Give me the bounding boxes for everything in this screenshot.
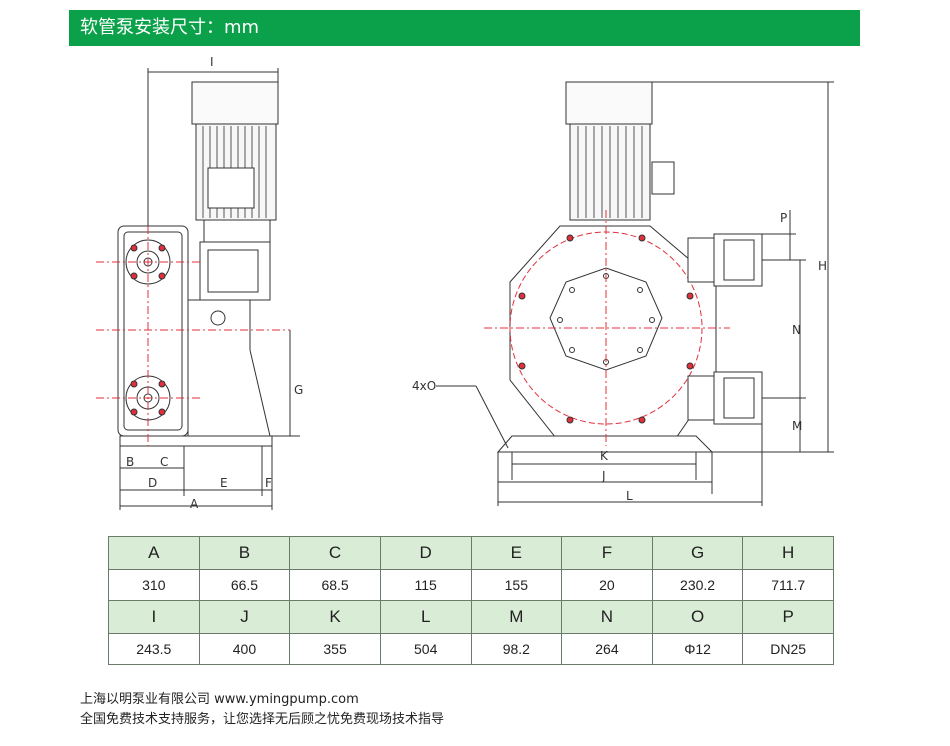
page-title: 软管泵安装尺寸：mm [69,10,860,46]
header-cell: B [198,536,291,570]
value-cell: 155 [470,569,563,601]
header-cell: A [108,536,200,570]
header-cell: C [289,536,381,570]
value-cell: 400 [198,633,291,665]
value-cell: Φ12 [651,633,744,665]
company-line: 上海以明泵业有限公司 www.ymingpump.com [80,692,359,707]
value-cell: DN25 [742,633,834,665]
table-header-row: I J K L M N O P [108,600,834,634]
header-cell: M [470,600,563,634]
dim-label-d: D [148,476,157,490]
value-cell: 711.7 [742,569,834,601]
dim-label-b: B [126,455,134,469]
installation-drawing: I B C D E F A G P H N M K J L 4xO [96,55,834,511]
value-cell: 504 [379,633,472,665]
dim-label-m: M [792,419,802,433]
header-cell: F [561,536,653,570]
value-cell: 68.5 [289,569,381,601]
front-view [436,81,834,506]
header-cell: J [198,600,291,634]
side-view [96,68,300,510]
value-cell: 20 [561,569,653,601]
dim-label-k: K [600,449,609,463]
value-cell: 230.2 [651,569,744,601]
value-cell: 98.2 [470,633,563,665]
header-cell: H [742,536,834,570]
table-value-row: 243.5 400 355 504 98.2 264 Φ12 DN25 [108,633,834,665]
dim-label-g: G [294,383,303,397]
dim-label-a: A [190,497,199,511]
value-cell: 66.5 [198,569,291,601]
header-cell: N [561,600,653,634]
header-cell: G [651,536,744,570]
table-value-row: 310 66.5 68.5 115 155 20 230.2 711.7 [108,569,834,601]
service-line: 全国免费技术支持服务，让您选择无后顾之忧免费现场技术指导 [80,712,445,727]
dim-label-f: F [265,476,272,490]
dim-label-hole: 4xO [412,379,436,393]
value-cell: 310 [108,569,200,601]
dim-label-n: N [792,323,801,337]
header-cell: L [379,600,472,634]
value-cell: 115 [379,569,472,601]
value-cell: 355 [289,633,381,665]
value-cell: 243.5 [108,633,200,665]
header-cell: I [108,600,200,634]
dim-label-p: P [780,211,787,225]
header-cell: K [289,600,381,634]
value-cell: 264 [561,633,653,665]
header-cell: O [651,600,744,634]
table-header-row: A B C D E F G H [108,536,834,570]
dim-label-i: I [210,55,214,69]
dim-label-e: E [220,476,228,490]
header-cell: E [470,536,563,570]
dim-label-h: H [818,259,827,273]
dim-label-l: L [626,489,633,503]
footer: 上海以明泵业有限公司 www.ymingpump.com 全国免费技术支持服务，… [80,690,444,730]
header-cell: D [379,536,472,570]
dim-label-c: C [160,455,168,469]
dimension-table: A B C D E F G H 310 66.5 68.5 115 155 20… [108,536,834,665]
dim-label-j: J [601,469,606,483]
header-cell: P [742,600,834,634]
